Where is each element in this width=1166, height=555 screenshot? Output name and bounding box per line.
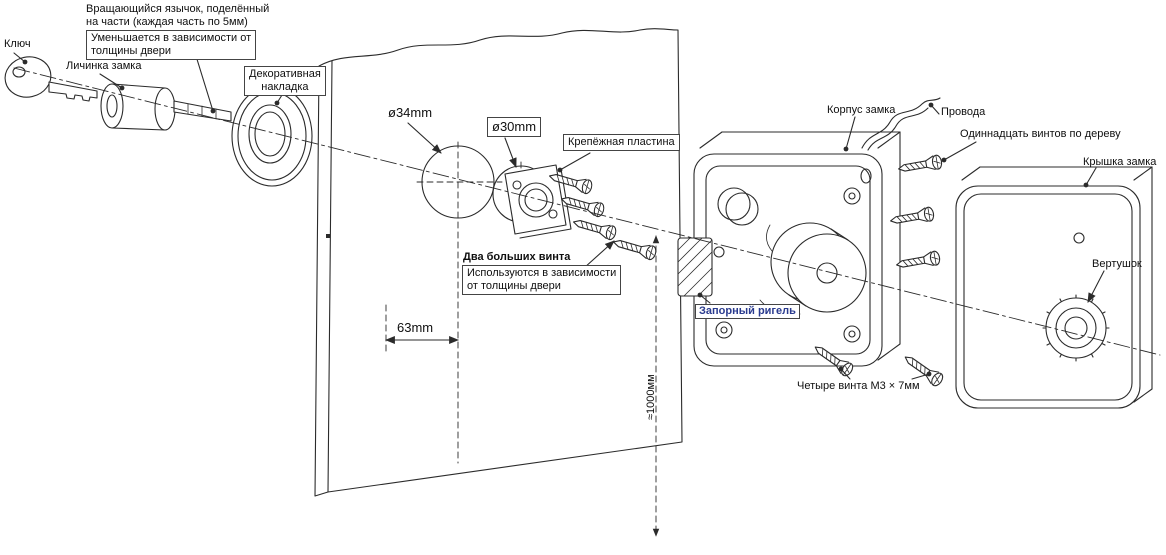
leader-lines xyxy=(13,52,1105,380)
screw-icon xyxy=(888,205,936,229)
screw-icon xyxy=(896,153,944,177)
label-lock-cylinder: Личинка замка xyxy=(66,60,142,72)
label-two-big-screws: Два больших винта xyxy=(463,251,571,263)
key xyxy=(4,56,98,102)
label-dim-1000: ≈1000мм xyxy=(645,374,657,420)
wood-screws xyxy=(888,153,944,273)
lock-cylinder xyxy=(100,83,176,131)
rotating-tongue xyxy=(173,100,232,122)
label-lock-body: Корпус замка xyxy=(827,104,896,116)
wires xyxy=(861,97,941,151)
label-mounting-plate: Крепёжная пластина xyxy=(563,134,680,152)
axis-centerline xyxy=(13,67,1161,356)
screw-icon xyxy=(894,249,942,273)
mounting-plate xyxy=(504,164,572,239)
label-wires: Провода xyxy=(941,106,986,118)
label-dim-63: 63mm xyxy=(397,320,434,335)
lock-body xyxy=(693,131,901,367)
label-dia-34: ø34mm xyxy=(388,105,433,120)
label-four-screws: Четыре винта М3 × 7мм xyxy=(797,380,920,392)
label-decorative-plate: Декоративная накладка xyxy=(244,66,326,97)
label-locking-bolt: Запорный ригель xyxy=(695,304,800,320)
label-thumb-turn: Вертушок xyxy=(1092,258,1142,270)
decorative-plate xyxy=(231,85,313,187)
label-eleven-wood-screws: Одиннадцать винтов по дереву xyxy=(960,128,1121,140)
locking-bolt xyxy=(677,237,713,297)
dimension-63mm xyxy=(385,304,459,353)
label-lock-cover: Крышка замка xyxy=(1083,156,1157,168)
label-two-big-screws-note: Используются в зависимости от толщины дв… xyxy=(462,265,622,296)
label-rotating-tongue: Вращающийся язычок, поделённый на части … xyxy=(86,3,270,29)
label-rotating-tongue-note: Уменьшается в зависимости от толщины две… xyxy=(86,30,257,61)
label-dia-30: ø30mm xyxy=(487,117,542,137)
label-key: Ключ xyxy=(4,38,31,50)
hole-34 xyxy=(416,141,503,464)
lock-cover xyxy=(955,166,1153,409)
